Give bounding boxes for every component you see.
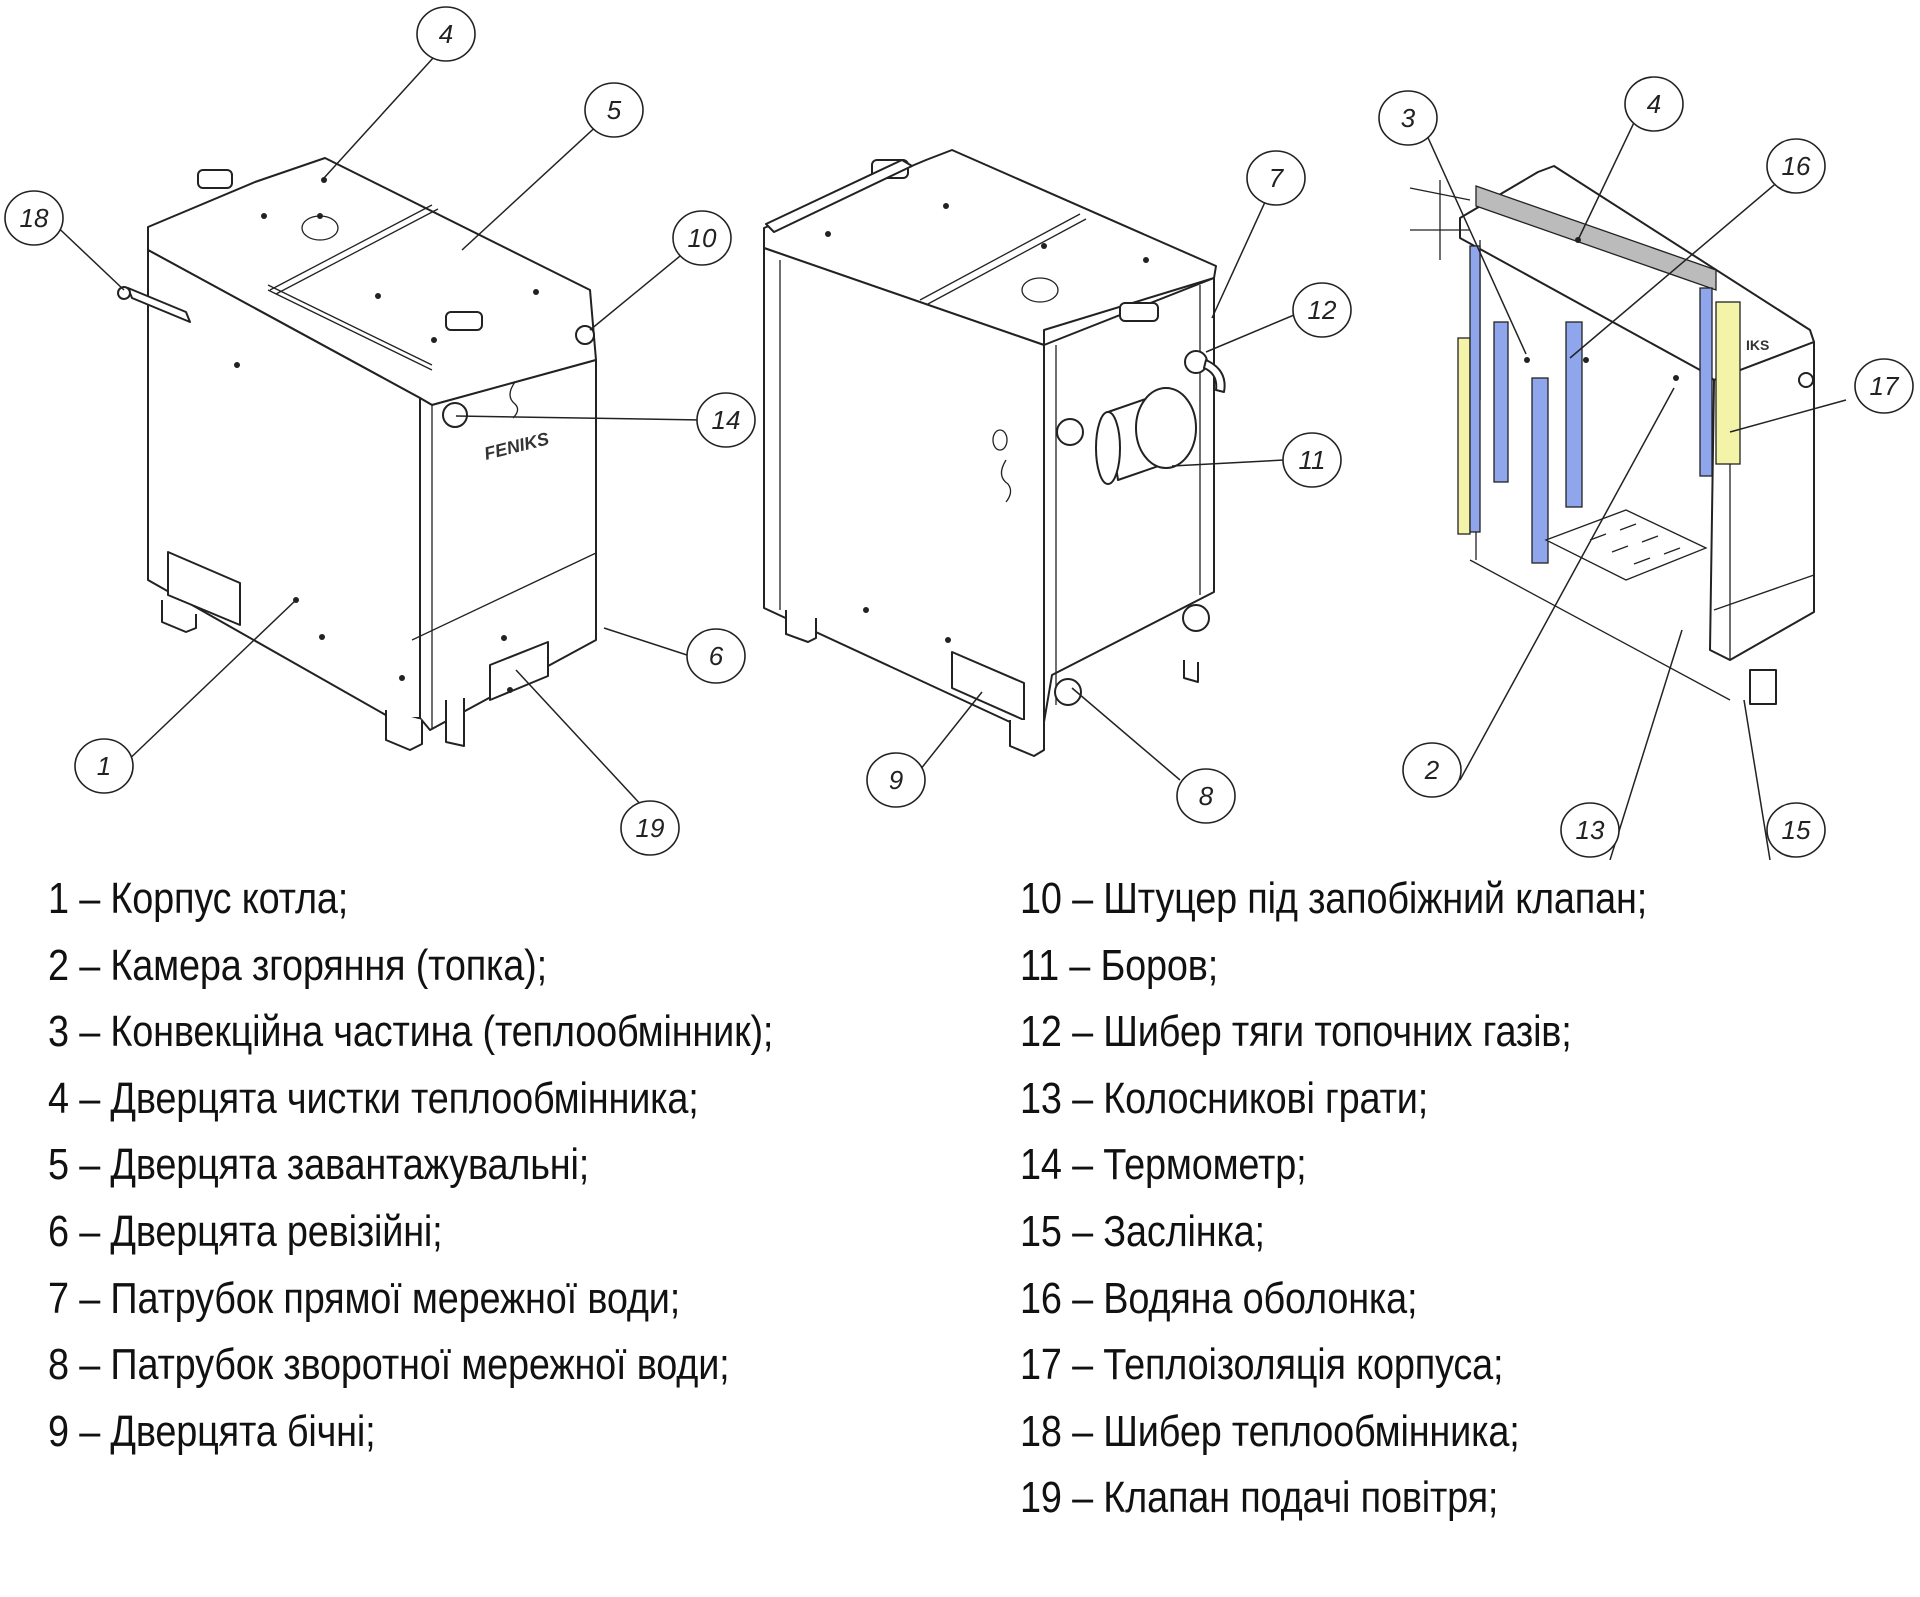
boiler-front-left-view: FENIKS — [117, 157, 597, 751]
legend-item-18: 18 – Шибер теплообмінника; — [1020, 1406, 1520, 1456]
svg-text:5: 5 — [607, 95, 622, 125]
svg-text:4: 4 — [1647, 89, 1661, 119]
water-jacket — [1565, 321, 1583, 508]
svg-text:2: 2 — [1424, 755, 1440, 785]
callout-6: 6 — [686, 628, 746, 684]
callout-12: 12 — [1292, 282, 1352, 338]
callout-11: 11 — [1282, 432, 1342, 488]
svg-text:8: 8 — [1199, 781, 1214, 811]
legend-item-13: 13 – Колосникові грати; — [1020, 1073, 1429, 1123]
lid-handle — [197, 169, 233, 189]
callout-17: 17 — [1854, 358, 1914, 414]
water-jacket — [1493, 321, 1509, 483]
callout-1: 1 — [74, 738, 134, 794]
svg-text:19: 19 — [636, 813, 665, 843]
svg-text:4: 4 — [439, 19, 453, 49]
flame-logo-icon — [509, 381, 519, 419]
legend-item-19: 19 – Клапан подачі повітря; — [1020, 1473, 1499, 1523]
callout-13: 13 — [1560, 802, 1620, 858]
svg-text:1: 1 — [97, 751, 111, 781]
callout-4b: 4 — [1624, 76, 1684, 132]
svg-text:10: 10 — [688, 223, 717, 253]
legend-item-17: 17 – Теплоізоляція корпуса; — [1020, 1340, 1504, 1390]
legend-item-12: 12 – Шибер тяги топочних газів; — [1020, 1007, 1572, 1057]
boiler-diagram: FENIKS — [4, 6, 1914, 860]
side-door — [167, 551, 241, 626]
legend-item-1: 1 – Корпус котла; — [48, 874, 349, 923]
svg-text:9: 9 — [889, 765, 903, 795]
svg-text:15: 15 — [1782, 815, 1811, 845]
svg-text:IKS: IKS — [1746, 337, 1769, 353]
revision-door — [489, 641, 549, 701]
svg-text:12: 12 — [1308, 295, 1337, 325]
shutter — [1749, 669, 1777, 705]
callout-9: 9 — [866, 752, 926, 808]
svg-text:6: 6 — [709, 641, 724, 671]
callout-2: 2 — [1402, 742, 1462, 798]
safety-valve-fitting — [575, 325, 595, 345]
svg-text:16: 16 — [1782, 151, 1811, 181]
callout-10: 10 — [672, 210, 732, 266]
thermometer — [442, 402, 468, 428]
insulation-panel — [1715, 301, 1741, 465]
callout-3: 3 — [1378, 90, 1438, 146]
legend-item-5: 5 – Дверцята завантажувальні; — [48, 1140, 590, 1190]
svg-text:7: 7 — [1269, 163, 1285, 193]
legend-item-7: 7 – Патрубок прямої мережної води; — [48, 1273, 681, 1323]
legend-item-8: 8 – Патрубок зворотної мережної води; — [48, 1340, 730, 1390]
leader-lines — [47, 45, 1847, 860]
insulation-panel — [1457, 337, 1471, 535]
callout-7: 7 — [1246, 150, 1306, 206]
legend-item-3: 3 – Конвекційна частина (теплообмінник); — [48, 1007, 774, 1057]
legend-item-6: 6 – Дверцята ревізійні; — [48, 1206, 443, 1256]
callout-8: 8 — [1176, 768, 1236, 824]
legend-item-2: 2 – Камера згоряння (топка); — [48, 940, 547, 990]
svg-text:13: 13 — [1576, 815, 1605, 845]
callout-19: 19 — [620, 800, 680, 856]
flue-gas-damper — [1184, 350, 1208, 374]
legend-item-4: 4 – Дверцята чистки теплообмінника; — [48, 1073, 699, 1123]
callout-18: 18 — [4, 190, 64, 246]
water-jacket — [1699, 287, 1713, 477]
legend-item-15: 15 – Заслінка; — [1020, 1206, 1265, 1256]
svg-text:11: 11 — [1299, 445, 1326, 475]
callout-5: 5 — [584, 82, 644, 138]
flue-pipe — [1095, 387, 1197, 485]
legend-item-9: 9 – Дверцята бічні; — [48, 1406, 376, 1456]
boiler-body-right-face — [1043, 277, 1215, 723]
legend-left-column: 1 – Корпус котла; 2 – Камера згоряння (т… — [48, 866, 891, 1465]
callout-4a: 4 — [416, 6, 476, 62]
callout-16: 16 — [1766, 138, 1826, 194]
water-jacket — [1531, 377, 1549, 564]
fire-grate — [1544, 509, 1708, 581]
boiler-cutaway-view: IKS — [1409, 165, 1815, 705]
legend-item-10: 10 – Штуцер під запобіжний клапан; — [1020, 874, 1648, 923]
legend-right-column: 10 – Штуцер під запобіжний клапан; 11 – … — [1020, 866, 1749, 1532]
supply-water-pipe — [1056, 418, 1084, 446]
lid-handle — [445, 311, 483, 331]
svg-text:18: 18 — [20, 203, 49, 233]
water-jacket — [1469, 245, 1481, 533]
callout-14: 14 — [696, 392, 756, 448]
svg-text:14: 14 — [712, 405, 741, 435]
legend-item-11: 11 – Боров; — [1020, 940, 1219, 990]
svg-text:17: 17 — [1870, 371, 1900, 401]
svg-text:3: 3 — [1401, 103, 1416, 133]
legend-item-16: 16 – Водяна оболонка; — [1020, 1273, 1418, 1323]
return-water-pipe — [1054, 678, 1082, 706]
boiler-rear-right-view — [301, 149, 1226, 757]
legend-item-14: 14 – Термометр; — [1020, 1140, 1307, 1190]
callout-15: 15 — [1766, 802, 1826, 858]
